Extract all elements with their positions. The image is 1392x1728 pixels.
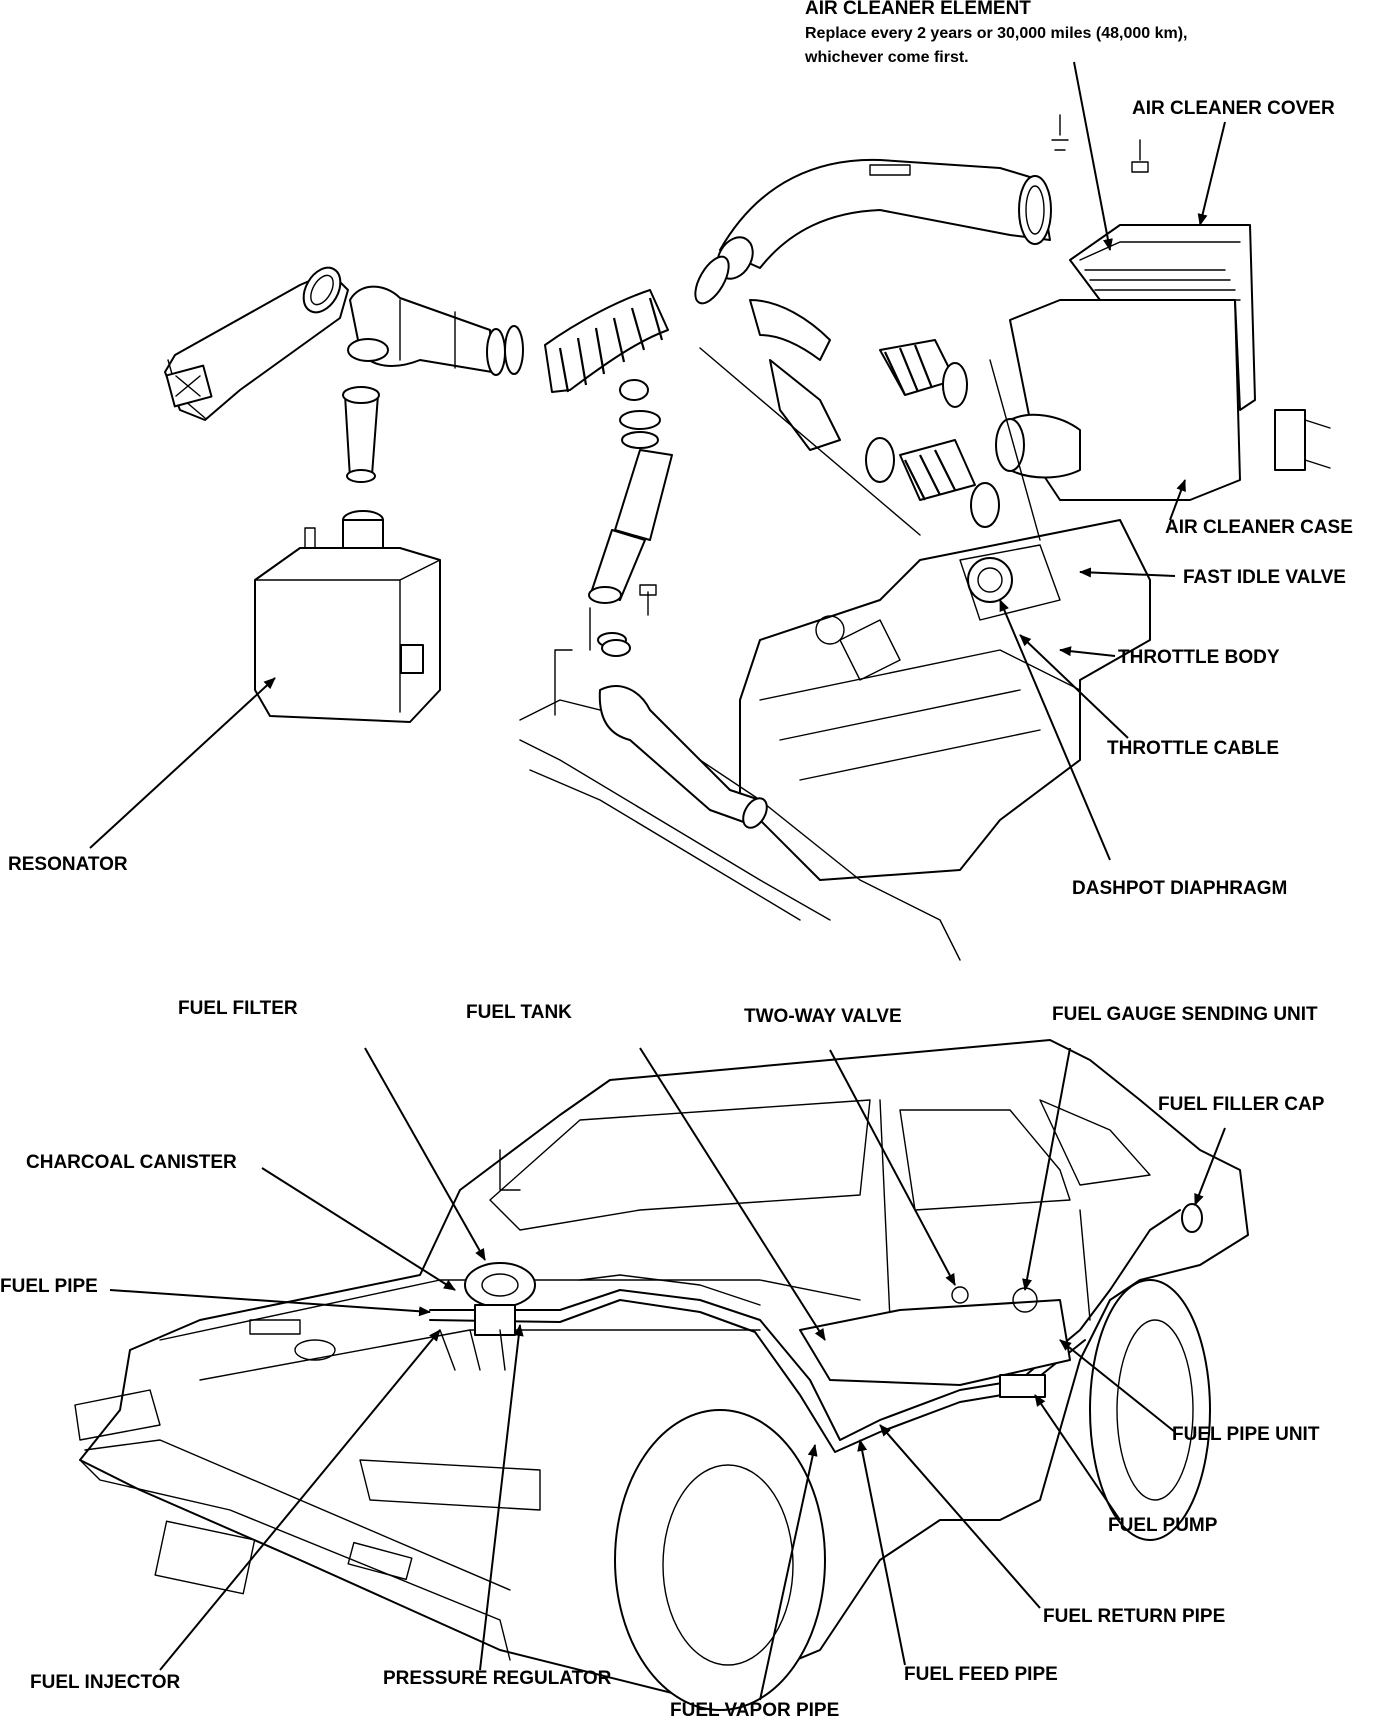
upper-air-duct xyxy=(694,158,1052,305)
mirror xyxy=(499,1149,521,1191)
leader-fuel-injector xyxy=(159,1329,441,1671)
lower-hose-chain xyxy=(588,410,673,657)
license-plate xyxy=(154,1520,256,1595)
leader-fuel-vapor-pipe xyxy=(759,1444,818,1701)
label-fuel-injector: FUEL INJECTOR xyxy=(30,1672,181,1693)
label-pressure-regulator: PRESSURE REGULATOR xyxy=(383,1668,612,1689)
windshield xyxy=(489,1099,871,1231)
leader-air-cleaner-element xyxy=(1073,61,1113,251)
leader-throttle-body xyxy=(1059,646,1116,657)
label-fuel-return-pipe: FUEL RETURN PIPE xyxy=(1043,1606,1225,1627)
headlight-right xyxy=(359,1459,541,1511)
intake-tube xyxy=(347,285,524,376)
leader-fuel-feed-pipe xyxy=(857,1439,906,1666)
leader-two-way-valve xyxy=(829,1049,956,1286)
engine-block xyxy=(739,519,1151,881)
leader-fuel-pipe-unit xyxy=(1059,1339,1176,1433)
resonator-box xyxy=(254,527,441,723)
air-cleaner-assembly xyxy=(995,114,1331,501)
leader-charcoal-canister xyxy=(261,1167,456,1291)
leader-fuel-filter xyxy=(364,1047,486,1261)
leader-lines xyxy=(89,61,1226,1701)
side-window-rear xyxy=(1039,1099,1151,1186)
leader-air-cleaner-cover xyxy=(1197,121,1226,226)
engine-components xyxy=(249,1262,536,1371)
label-throttle-body: THROTTLE BODY xyxy=(1118,647,1280,668)
fuel-pump xyxy=(999,1374,1046,1398)
leader-fast-idle-valve xyxy=(1079,567,1176,578)
label-fuel-feed-pipe: FUEL FEED PIPE xyxy=(904,1664,1058,1685)
front-wheel xyxy=(614,1409,826,1711)
two-way-valve-marker xyxy=(951,1286,969,1304)
front-bumper xyxy=(79,1439,511,1661)
car-illustration xyxy=(74,1039,1249,1711)
label-fast-idle-valve: FAST IDLE VALVE xyxy=(1183,567,1346,588)
air-inlet-duct xyxy=(164,266,349,421)
leader-fuel-pipe xyxy=(109,1289,431,1317)
labels: AIR CLEANER ELEMENT Replace every 2 year… xyxy=(0,0,1353,1721)
side-hoses xyxy=(749,299,1000,528)
label-fuel-filler-cap: FUEL FILLER CAP xyxy=(1158,1094,1325,1115)
fuel-tank xyxy=(799,1299,1071,1386)
fuel-lines-2 xyxy=(429,1299,1086,1453)
label-air-cleaner-element-note-1: Replace every 2 years or 30,000 miles (4… xyxy=(805,25,1187,42)
bellows-hose xyxy=(544,289,669,401)
label-air-cleaner-case: AIR CLEANER CASE xyxy=(1165,517,1353,538)
filler-cap xyxy=(1181,1203,1203,1233)
leader-dashpot-diaphragm xyxy=(999,599,1111,861)
leader-fuel-gauge-sending-unit xyxy=(1022,1047,1071,1291)
label-air-cleaner-cover: AIR CLEANER COVER xyxy=(1132,98,1335,119)
headlight-left xyxy=(74,1389,161,1441)
car-body xyxy=(79,1039,1249,1701)
leader-fuel-pump xyxy=(1034,1394,1121,1521)
leader-resonator xyxy=(89,677,276,849)
label-fuel-vapor-pipe: FUEL VAPOR PIPE xyxy=(670,1700,839,1721)
label-fuel-pipe-unit: FUEL PIPE UNIT xyxy=(1172,1424,1320,1445)
rear-wheel xyxy=(1089,1279,1211,1541)
label-charcoal-canister: CHARCOAL CANISTER xyxy=(26,1152,237,1173)
leader-air-cleaner-case xyxy=(1169,479,1186,521)
leader-throttle-cable xyxy=(1019,634,1129,739)
fog-light xyxy=(347,1541,413,1581)
label-dashpot-diaphragm: DASHPOT DIAPHRAGM xyxy=(1072,878,1287,899)
label-throttle-cable: THROTTLE CABLE xyxy=(1107,738,1279,759)
lower-chassis xyxy=(519,685,961,961)
resonator-hose xyxy=(342,386,384,559)
label-fuel-pipe: FUEL PIPE xyxy=(0,1276,98,1297)
label-resonator: RESONATOR xyxy=(8,854,128,875)
bracket-lines xyxy=(554,347,1041,716)
label-fuel-tank: FUEL TANK xyxy=(466,1002,572,1023)
door-line xyxy=(879,1099,1091,1321)
side-window-front xyxy=(899,1109,1071,1211)
label-fuel-gauge-sending-unit: FUEL GAUGE SENDING UNIT xyxy=(1052,1004,1318,1025)
fuel-lines-3 xyxy=(579,1274,761,1306)
leader-fuel-return-pipe xyxy=(879,1424,1041,1609)
label-air-cleaner-element-note-2: whichever come first. xyxy=(804,49,969,66)
leader-pressure-regulator xyxy=(479,1324,524,1671)
leader-fuel-filler-cap xyxy=(1194,1127,1226,1206)
label-two-way-valve: TWO-WAY VALVE xyxy=(744,1006,902,1027)
label-fuel-pump: FUEL PUMP xyxy=(1108,1515,1218,1536)
label-fuel-filter: FUEL FILTER xyxy=(178,998,298,1019)
fuel-lines xyxy=(429,1209,1181,1441)
air-intake-illustration xyxy=(164,114,1331,961)
leader-fuel-tank xyxy=(639,1047,826,1341)
label-air-cleaner-element: AIR CLEANER ELEMENT xyxy=(805,0,1031,19)
